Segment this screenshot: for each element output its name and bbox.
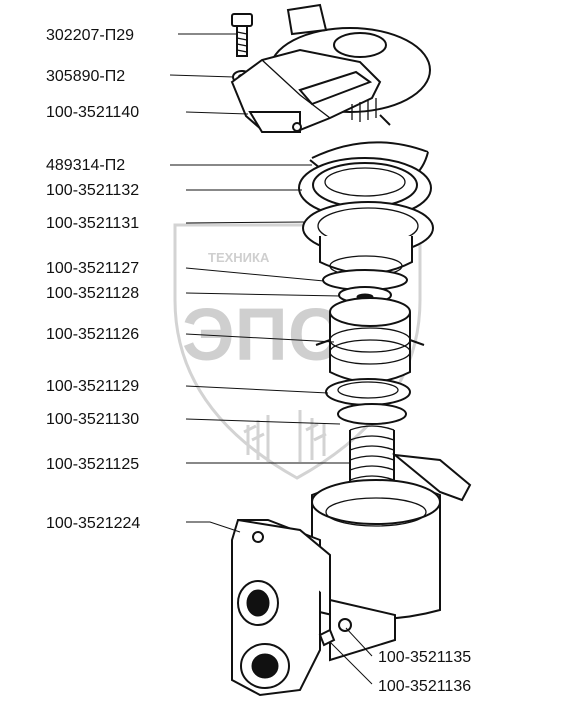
callout-100-3521131: 100-3521131 [46, 215, 139, 232]
parts-drawing [230, 3, 472, 697]
leader-line-c11 [185, 418, 341, 425]
callout-100-3521125: 100-3521125 [46, 456, 139, 473]
piston-part [315, 297, 425, 383]
leader-line-c3 [185, 111, 249, 115]
spring-seat-part [298, 157, 432, 219]
callout-305890-p2: 305890-П2 [46, 68, 125, 85]
leader-line-c13 [186, 521, 241, 533]
callout-100-3521136: 100-3521136 [378, 678, 471, 695]
ring-part [325, 378, 411, 406]
callout-100-3521126: 100-3521126 [46, 326, 139, 343]
callout-100-3521224: 100-3521224 [46, 515, 140, 532]
watermark-logo-text: ЭПС [182, 293, 341, 376]
leader-line-c7 [185, 267, 325, 282]
leader-line-c9 [185, 333, 335, 343]
callout-labels: 302207-П29 305890-П2 100-3521140 489314-… [46, 27, 471, 695]
callout-100-3521127: 100-3521127 [46, 260, 139, 277]
lever-assembly-part [230, 3, 431, 133]
leader-line-c10 [185, 385, 329, 394]
fitting-part [318, 628, 336, 647]
callout-100-3521130: 100-3521130 [46, 411, 139, 428]
leader-lines [169, 33, 373, 685]
callout-100-3521140: 100-3521140 [46, 104, 139, 121]
callout-100-3521135: 100-3521135 [378, 649, 471, 666]
callout-302207-p29: 302207-П29 [46, 27, 134, 44]
watermark-wheat-emblem [243, 410, 327, 462]
callout-100-3521129: 100-3521129 [46, 378, 139, 395]
callout-100-3521128: 100-3521128 [46, 285, 139, 302]
disc-part [302, 201, 434, 277]
small-ring-part [337, 403, 407, 425]
leader-line-c8 [185, 292, 341, 297]
leader-line-c6 [185, 221, 305, 224]
valve-body-part [231, 453, 472, 697]
leader-line-c15 [329, 641, 373, 685]
leader-line-c2 [169, 74, 235, 78]
leader-line-c14 [345, 627, 373, 657]
plug-part [338, 618, 352, 632]
callout-489314-p2: 489314-П2 [46, 157, 125, 174]
screw-part [231, 13, 253, 57]
callout-100-3521132: 100-3521132 [46, 182, 139, 199]
watermark: ТЕХНИКА ЭПС [173, 223, 422, 480]
watermark-shield [173, 223, 422, 480]
watermark-brand-text: ТЕХНИКА [208, 250, 270, 265]
